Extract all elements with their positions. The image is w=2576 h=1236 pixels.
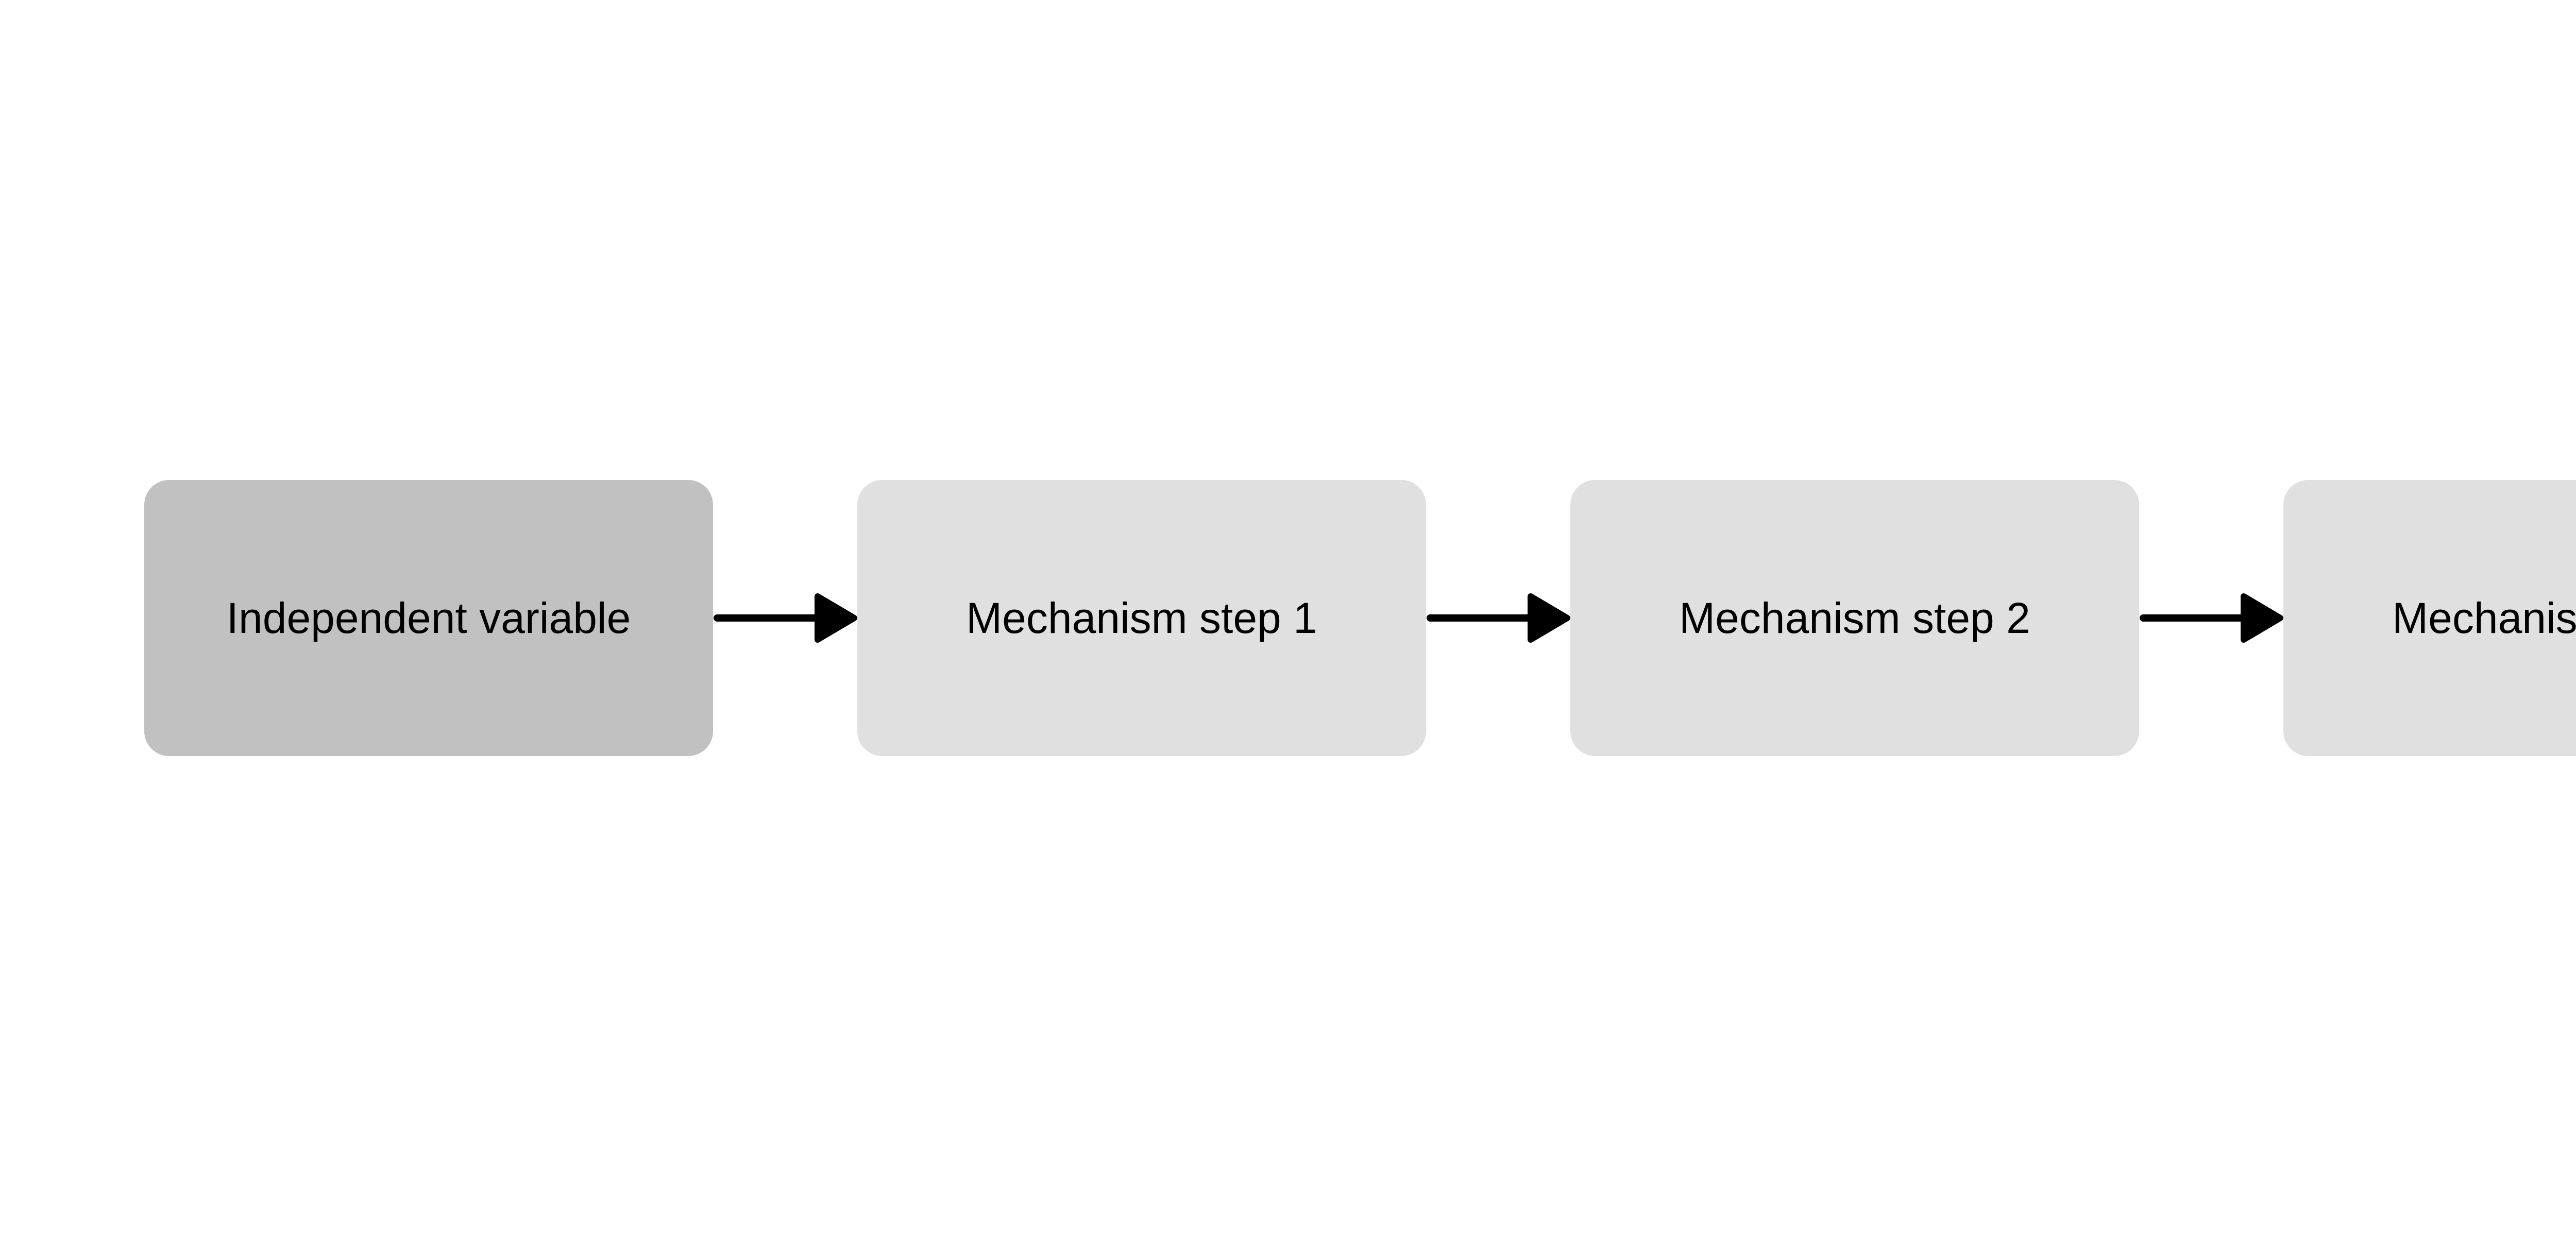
- node-mechanism-step-3: Mechanism step 3: [2283, 480, 2576, 756]
- arrow-right-icon: [714, 593, 857, 643]
- node-label: Mechanism step 2: [1679, 593, 2030, 642]
- node-label: Mechanism step 1: [966, 593, 1317, 642]
- arrow-right-icon: [1427, 593, 1570, 643]
- flow-arrow-3: [2139, 572, 2283, 664]
- node-label: Mechanism step 3: [2392, 593, 2576, 642]
- node-mechanism-step-2: Mechanism step 2: [1570, 480, 2139, 756]
- flow-arrow-1: [713, 572, 857, 664]
- flowchart: Independent variable Mechanism step 1 Me…: [144, 480, 2576, 756]
- flow-arrow-2: [1426, 572, 1570, 664]
- arrow-right-icon: [2140, 593, 2283, 643]
- node-label: Independent variable: [226, 593, 631, 642]
- node-mechanism-step-1: Mechanism step 1: [857, 480, 1426, 756]
- node-independent-variable: Independent variable: [144, 480, 713, 756]
